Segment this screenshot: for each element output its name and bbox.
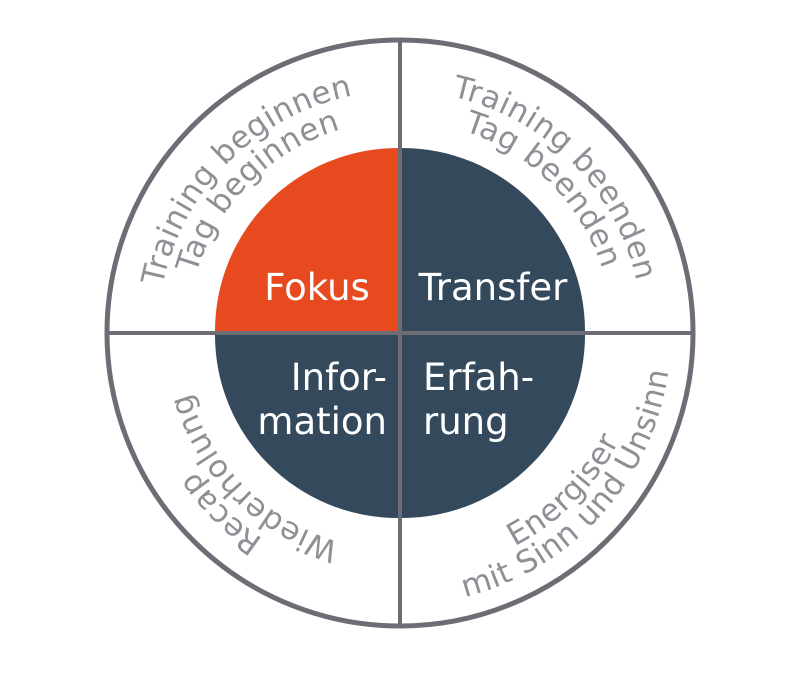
label-erfahrung-line1: Erfah- (423, 356, 534, 399)
quadrant-fokus (215, 148, 398, 331)
quadrant-information (215, 335, 398, 518)
label-erfahrung-line2: rung (423, 400, 509, 443)
quadrant-transfer (402, 148, 585, 331)
label-information-line2: mation (257, 400, 387, 443)
quadrant-erfahrung (402, 335, 585, 518)
label-information-line1: Infor- (291, 356, 387, 399)
label-fokus: Fokus (264, 266, 370, 309)
label-transfer: Transfer (418, 266, 569, 309)
